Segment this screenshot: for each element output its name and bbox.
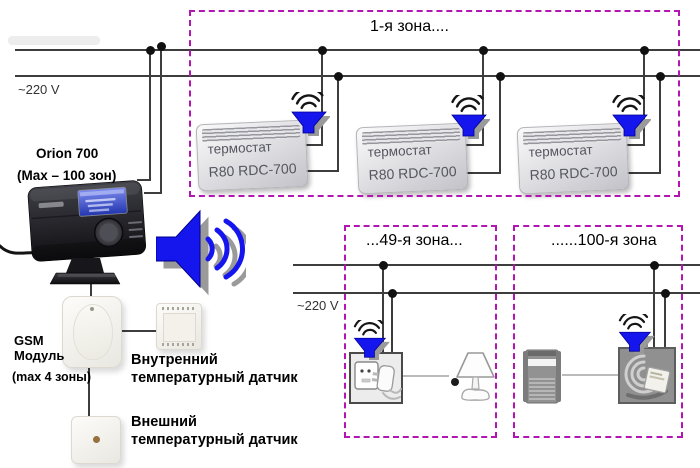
- wire: [301, 170, 339, 172]
- wire: [299, 144, 323, 146]
- lamp-shade: [456, 352, 495, 378]
- wire: [88, 365, 90, 417]
- voltage-label-bottom: ~220 V: [297, 298, 339, 313]
- junction-dot: [379, 261, 388, 270]
- radio-waves-icon: [353, 320, 384, 336]
- radio-waves-icon: [291, 92, 324, 110]
- gsm-capacity: (max 4 зоны): [12, 370, 92, 384]
- junction-dot: [656, 72, 665, 81]
- gsm-led: [90, 307, 94, 311]
- wire: [391, 292, 393, 354]
- radio-waves-icon: [451, 95, 484, 113]
- thermostat-name: термостат: [367, 142, 432, 160]
- thermostat-name: термостат: [528, 142, 593, 160]
- junction-dot: [479, 46, 488, 55]
- radio-speaker-icon: [353, 320, 390, 360]
- sound-waves-icon: [205, 218, 245, 280]
- internal-sensor-label-line1: Внутренний: [131, 352, 218, 368]
- receiver-box-device: [618, 347, 676, 404]
- gsm-module-device: [62, 296, 122, 368]
- sensor-gland: [93, 436, 100, 443]
- gsm-lens: [73, 304, 113, 360]
- sensor-vent: [162, 343, 196, 346]
- external-sensor-label-line1: Внешний: [131, 414, 197, 430]
- table-lamp: [451, 352, 495, 401]
- controller-capacity: (Max – 100 зон): [17, 168, 117, 183]
- plug-module: [643, 366, 671, 394]
- wire: [321, 49, 323, 146]
- zone1-title: 1-я зона....: [370, 18, 449, 35]
- wire: [337, 75, 339, 172]
- mains-line-bottom-1: [293, 264, 700, 266]
- zone49-title: ...49-я зона...: [366, 232, 463, 249]
- junction-dot: [388, 289, 397, 298]
- wire: [499, 75, 501, 174]
- speaker-icon: [156, 209, 246, 296]
- external-sensor-label-line2: температурный датчик: [131, 432, 298, 448]
- gsm-label-line1: GSM: [14, 333, 44, 348]
- wire: [664, 292, 666, 350]
- thermostat-model: R80 RDC-700: [529, 163, 618, 183]
- mains-line-top-1: [15, 49, 700, 51]
- plug: [371, 365, 395, 392]
- junction-dot: [157, 42, 166, 51]
- mains-line-bottom-2: [293, 292, 700, 294]
- thermostat-name: термостат: [207, 139, 272, 157]
- zone100-title: ......100-я зона: [551, 232, 657, 249]
- junction-dot: [650, 261, 659, 270]
- wire: [617, 144, 645, 146]
- junction-dot: [640, 46, 649, 55]
- gsm-label-line2: Модуль: [14, 348, 65, 363]
- radio-speaker-icon: [612, 95, 651, 139]
- wire: [149, 49, 151, 181]
- radio-speaker-icon: [291, 92, 330, 136]
- wire: [119, 330, 157, 332]
- junction-dot: [318, 46, 327, 55]
- thermostat-model: R80 RDC-700: [208, 160, 297, 180]
- junction-dot: [496, 72, 505, 81]
- wire: [90, 282, 92, 300]
- wire: [382, 264, 384, 354]
- sensor-face: [163, 313, 196, 342]
- wire: [160, 46, 162, 194]
- radio-waves-icon: [612, 95, 645, 113]
- radio-speaker-icon: [451, 95, 490, 139]
- thermostat-model: R80 RDC-700: [368, 163, 457, 183]
- lamp-base: [461, 388, 490, 401]
- stand-base: [49, 272, 121, 285]
- external-temp-sensor-device: [71, 416, 121, 464]
- radiator: [523, 349, 561, 404]
- wire: [144, 192, 162, 194]
- hand: [382, 388, 402, 400]
- stand-neck: [66, 258, 104, 273]
- internal-sensor-label-line2: температурный датчик: [131, 370, 298, 386]
- lamp-switch: [451, 378, 459, 386]
- wire: [659, 75, 661, 174]
- internal-temp-sensor-device: [156, 303, 202, 350]
- scan-artifact: [8, 36, 100, 45]
- device-link-wire: [562, 374, 618, 376]
- voltage-label-top: ~220 V: [18, 82, 60, 97]
- sensor-vent: [162, 307, 196, 310]
- wall-socket: [354, 361, 379, 390]
- radio-waves-icon: [618, 314, 649, 330]
- junction-dot: [661, 289, 670, 298]
- mains-line-top-2: [15, 75, 700, 77]
- junction-dot: [334, 72, 343, 81]
- brand-logo: [38, 201, 64, 209]
- controller-title: Orion 700: [36, 146, 99, 161]
- wire: [624, 172, 661, 174]
- wire: [456, 144, 484, 146]
- wire: [462, 172, 501, 174]
- junction-dot: [146, 46, 155, 55]
- wire: [653, 264, 655, 350]
- wire: [137, 179, 151, 181]
- zone100-frame: [513, 225, 683, 438]
- device-link-wire: [403, 375, 449, 377]
- orion-controller-device: [27, 180, 146, 285]
- radio-speaker-icon: [618, 314, 655, 354]
